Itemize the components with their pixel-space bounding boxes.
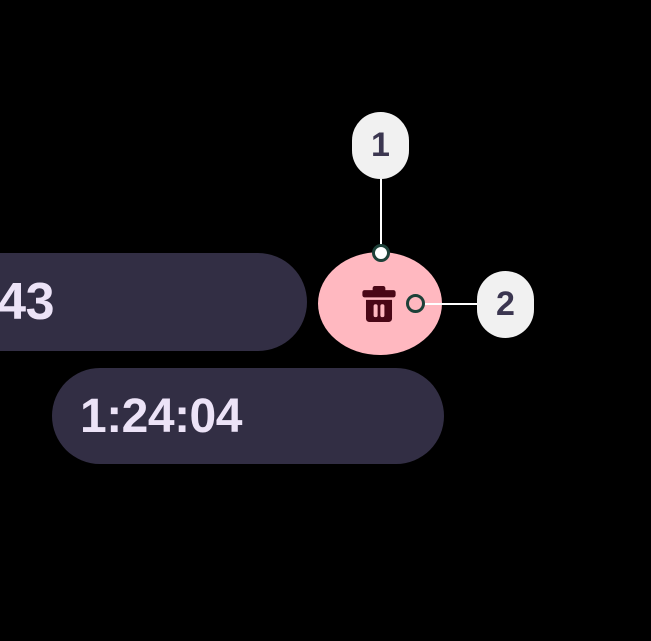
annotation-badge-1[interactable]: 1 [352, 112, 409, 179]
delete-button[interactable] [318, 252, 442, 355]
timer-pill-label: 1:24:04 [80, 389, 242, 443]
count-pill[interactable]: 43 [0, 253, 307, 351]
leader-line-1 [380, 178, 382, 253]
annotation-badge-2-label: 2 [496, 285, 515, 323]
timer-pill[interactable]: 1:24:04 [52, 368, 444, 464]
annotation-badge-2[interactable]: 2 [477, 271, 534, 338]
count-pill-label: 43 [0, 273, 54, 331]
trash-icon [362, 285, 396, 322]
annotation-badge-1-label: 1 [371, 126, 390, 164]
